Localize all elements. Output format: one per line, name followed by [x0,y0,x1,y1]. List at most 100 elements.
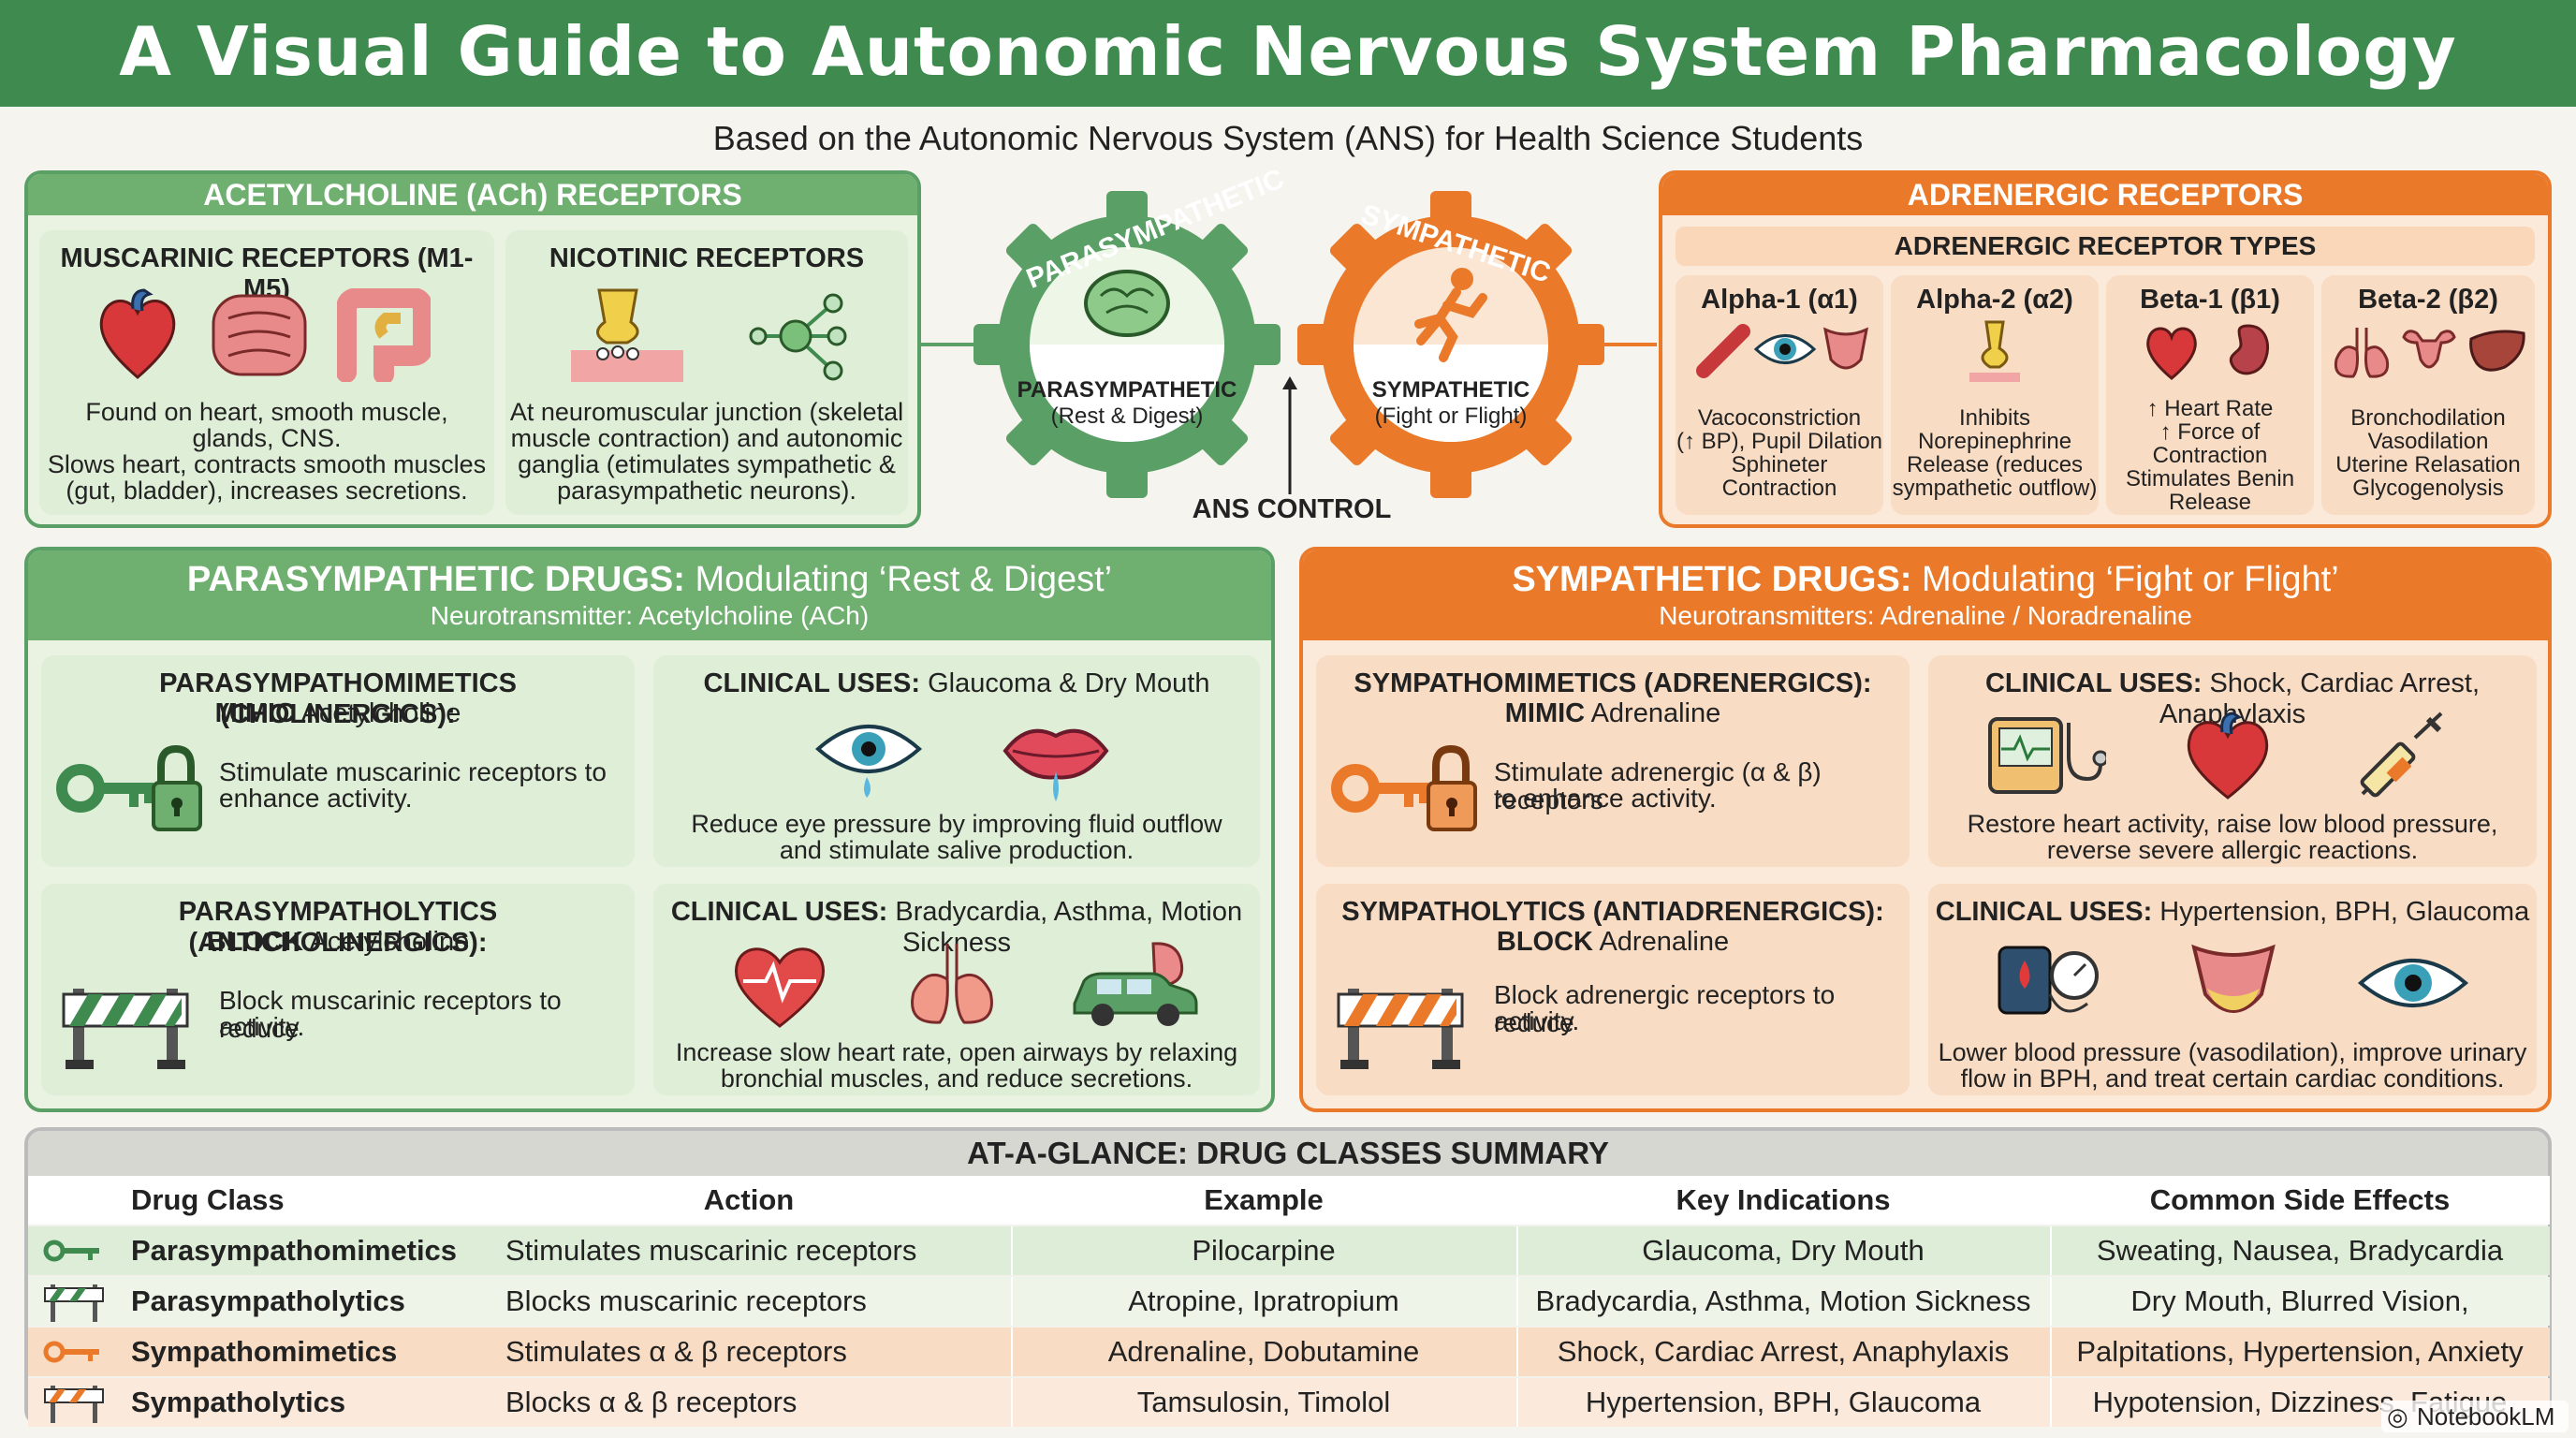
beta1-line-1: ↑ Heart Rate [2146,396,2274,421]
block-label: BLOCK [206,927,303,957]
symp-uses-1-heading: CLINICAL USES: Shock, Cardiac Arrest, An… [1928,668,2537,730]
symp-uses-2-value: Hypertension, BPH, Glaucoma [2152,897,2530,927]
vessel-icon [1696,322,1752,378]
adrenergic-receptors-title: ADRENERGIC RECEPTORS [1662,174,2548,215]
lungs-icon [2331,322,2393,382]
block-subtitle: BLOCK Acetylcholine [41,927,635,958]
car-sickness-icon [1065,938,1206,1032]
row-icon [41,1378,116,1427]
action: Stimulates α & β receptors [505,1335,847,1368]
mimic-label: MIMIC [1504,698,1586,728]
symp-uses-1-label: CLINICAL USES: [1984,668,2203,698]
muscarinic-card: MUSCARINIC RECEPTORS (M1-M5) Found on he… [39,230,494,515]
beta1-card: Beta-1 (β1) ↑ Heart Rate ↑ Force of Cont… [2106,275,2314,515]
barrier-icon [1335,970,1466,1073]
drug-class: Sympatholytics [131,1386,346,1418]
key-lock-icon [56,745,206,839]
muscarinic-desc-4: (gut, bladder), increases secretions. [66,477,468,505]
summary-title: AT-A-GLANCE: DRUG CLASSES SUMMARY [28,1131,2548,1176]
muscarinic-desc-1: Found on heart, smooth muscle, [85,398,448,426]
barrier-icon [44,1284,104,1322]
key-indications: Shock, Cardiac Arrest, Anaphylaxis [1557,1335,2010,1368]
beta1-line-5: Release [2168,490,2252,515]
sympatholytics-title: SYMPATHOLYTICS (ANTIADRENERGICS): [1341,897,1884,927]
action: Blocks α & β receptors [505,1386,798,1418]
row-icon [41,1226,116,1275]
beta1-name: Beta-1 (β1) [2140,285,2280,315]
block-label: BLOCK [1496,927,1593,957]
para-uses-1-heading: CLINICAL USES: Glaucoma & Dry Mouth [653,668,1260,699]
lungs-icon [900,938,1003,1032]
liver-icon [2467,326,2527,378]
ans-control-arrow [1279,374,1301,496]
row-icon [41,1277,116,1326]
heartbeat-icon [728,938,831,1032]
mimic-subtitle: MIMIC Adrenaline [1316,698,1910,729]
barrier-icon [60,970,191,1073]
sympathomimetics-desc-2: to enhance activity. [1494,784,1717,813]
muscarinic-desc-2: glands, CNS. [192,424,342,452]
drug-class: Sympathomimetics [131,1335,398,1368]
para-uses-1-desc-2: and stimulate salive production. [779,836,1134,864]
side-effects: Sweating, Nausea, Bradycardia [2096,1234,2504,1267]
kidney-icon [2222,322,2275,382]
symp-uses-1-value: Shock, Cardiac Arrest, Anaphylaxis [2159,668,2481,729]
ans-control-label: ANS CONTROL [1192,494,1392,524]
beta1-line-4: Stimulates Benin [2125,466,2295,492]
sympathetic-drugs-header: SYMPATHETIC DRUGS: Modulating ‘Fight or … [1303,550,2548,640]
mimic-subtitle: MIMIC Acetylcholine [41,698,635,729]
symp-clinical-uses-1-card: CLINICAL USES: Shock, Cardiac Arrest, An… [1928,655,2537,867]
alpha2-line-4: sympathetic outflow) [1892,476,2098,501]
nicotinic-desc-1: At neuromuscular junction (skeletal [509,398,904,426]
drug-class: Parasympathomimetics [131,1234,458,1267]
connector-line-left [921,343,977,346]
beta2-card: Beta-2 (β2) Bronchodilation Vasodilation… [2321,275,2535,515]
header-example: Example [1204,1183,1324,1216]
symp-uses-2-label: CLINICAL USES: [1935,897,2153,927]
alpha2-card: Alpha-2 (α2) Inhibits Norepinephrine Rel… [1891,275,2099,515]
alpha1-line-2: (↑ BP), Pupil Dilation [1676,429,1883,454]
parasympathetic-drugs-title: PARASYMPATHETIC DRUGS: [186,560,685,599]
heart-icon [2144,322,2200,382]
action: Stimulates muscarinic receptors [505,1234,917,1267]
synapse-icon [562,285,693,388]
parasympathetic-name: PARASYMPATHETIC [1017,377,1237,403]
block-target: Acetylcholine [302,927,470,957]
block-subtitle: BLOCK Adrenaline [1316,927,1910,958]
header-drug-class: Drug Class [131,1183,285,1216]
para-uses-1-label: CLINICAL USES: [703,668,921,698]
muscarinic-desc-3: Slows heart, contracts smooth muscles [47,450,487,478]
barrier-icon [44,1386,104,1423]
para-clinical-uses-2-card: CLINICAL USES: Bradycardia, Asthma, Moti… [653,884,1260,1095]
beta2-line-1: Bronchodilation [2350,405,2506,431]
parasympathetic-drugs-panel: PARASYMPATHETIC DRUGS: Modulating ‘Rest … [24,547,1275,1112]
table-row: Parasympatholytics Blocks muscarinic rec… [28,1277,2550,1366]
alpha1-card: Alpha-1 (α1) Vacoconstriction (↑ BP), Pu… [1676,275,1883,515]
mimic-target: Acetylcholine [295,698,461,728]
key-icon [43,1341,99,1363]
key-indications: Bradycardia, Asthma, Motion Sickness [1535,1284,2031,1317]
notebooklm-logo-icon: ◎ [2387,1402,2408,1431]
example: Tamsulosin, Timolol [1136,1386,1391,1418]
symp-uses-1-desc-2: reverse severe allergic reactions. [2046,836,2419,864]
eye-icon [1752,326,1818,373]
para-uses-2-label: CLINICAL USES: [670,897,888,927]
symp-clinical-uses-2-card: CLINICAL USES: Hypertension, BPH, Glauco… [1928,884,2537,1095]
side-effects: Palpitations, Hypertension, Anxiety [2076,1335,2524,1368]
nicotinic-title: NICOTINIC RECEPTORS [549,243,865,273]
alpha2-line-2: Norepinephrine [1917,429,2072,454]
adrenergic-receptors-panel: ADRENERGIC RECEPTORS ADRENERGIC RECEPTOR… [1659,170,2552,528]
colon-icon [337,288,431,382]
beta2-name: Beta-2 (β2) [2358,285,2498,315]
eye-icon [2357,946,2469,1020]
page-subtitle: Based on the Autonomic Nervous System (A… [712,119,1864,157]
bladder-icon [2187,938,2280,1032]
summary-header-row: Drug Class Action Example Key Indication… [28,1176,2550,1225]
beta2-line-3: Uterine Relasation [2335,452,2521,477]
mimic-target: Adrenaline [1585,698,1721,728]
page-title: A Visual Guide to Autonomic Nervous Syst… [0,0,2576,107]
alpha1-name: Alpha-1 (α1) [1701,285,1858,315]
parasympathetic-nt: Neurotransmitter: Acetylcholine (ACh) [430,601,870,630]
alpha2-line-3: Release (reduces [1906,452,2084,477]
sympathomimetics-title: SYMPATHOMIMETICS (ADRENERGICS): [1354,668,1872,698]
